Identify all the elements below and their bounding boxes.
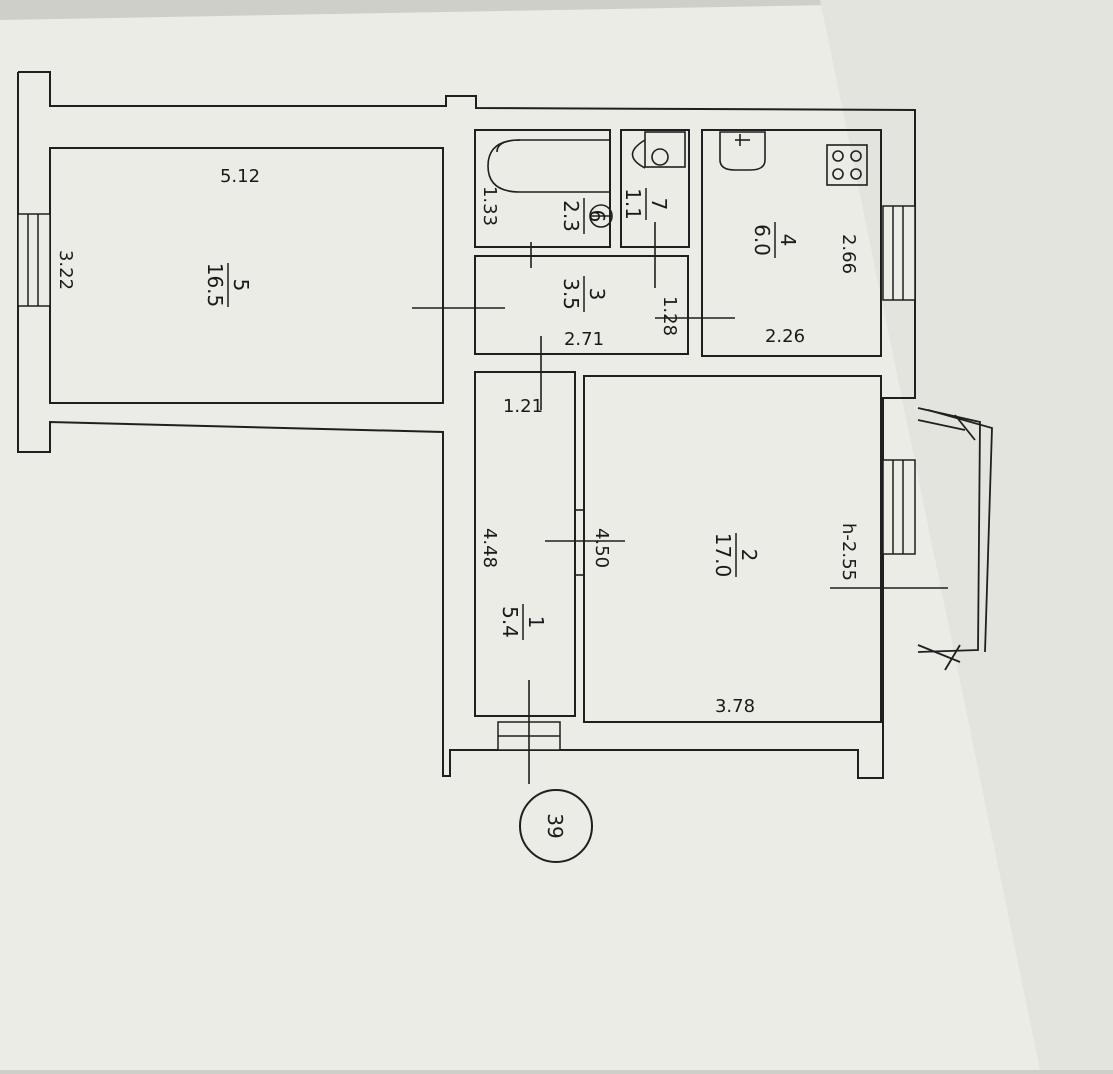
room-1-area: 5.4: [498, 606, 522, 638]
apartment-number: 39: [543, 813, 567, 838]
dim-room-4-width: 2.66: [838, 234, 859, 274]
outer-wall: [17, 71, 916, 779]
window-room-5: [17, 213, 51, 307]
stove-icon: [826, 144, 868, 186]
dim-room-5-width: 3.22: [55, 250, 76, 290]
dim-room-6-length: 1.33: [479, 186, 500, 226]
room-labels: 5 16.5 6 2.3 7 1.1 4 6.0 3 3.5 2 17.0: [203, 188, 800, 640]
fixtures: [487, 131, 868, 228]
dim-room-1-length: 4.48: [479, 528, 500, 568]
window-room-2: [882, 459, 916, 555]
room-2-label: 2 17.0: [711, 533, 761, 578]
balcony: [917, 407, 993, 671]
room-6-label: 6 2.3: [559, 198, 609, 234]
dim-room-2-length: 4.50: [591, 528, 612, 568]
windows: [17, 205, 916, 751]
room-2-number: 2: [737, 549, 761, 562]
room-5-area: 16.5: [203, 263, 227, 308]
apartment-number-badge: 39: [519, 789, 593, 863]
room-4-outline: [701, 129, 882, 357]
dimension-labels: 5.12 3.22 1.33 2.71 1.28 2.66 2.26 1.21 …: [55, 166, 859, 717]
room-4-label: 4 6.0: [750, 222, 800, 258]
walls: [17, 71, 916, 779]
room-6-area: 2.3: [559, 200, 583, 232]
dim-room-3-width: 1.28: [659, 296, 680, 336]
dim-room-1-width: 1.21: [503, 396, 543, 417]
room-3-outline: [474, 255, 689, 355]
room-7-number: 7: [647, 198, 671, 211]
ceiling-height-label: h-2.55: [838, 523, 859, 581]
dim-room-4-length: 2.26: [765, 326, 805, 347]
room-3-area: 3.5: [559, 278, 583, 310]
dim-room-5-length: 5.12: [220, 166, 260, 187]
room-1-number: 1: [524, 616, 548, 629]
room-7-label: 7 1.1: [621, 188, 671, 220]
door-marks: [412, 222, 948, 784]
toilet-tank-icon: [644, 131, 686, 168]
room-5-number: 5: [229, 279, 253, 292]
room-2-area: 17.0: [711, 533, 735, 578]
toilet-bowl-icon: [631, 139, 646, 169]
dim-room-3-length: 2.71: [564, 329, 604, 350]
room-5-label: 5 16.5: [203, 263, 253, 308]
window-room-4: [882, 205, 916, 301]
room-1-label: 1 5.4: [498, 604, 548, 640]
room-1-outline: [474, 371, 576, 717]
bathtub-inner-icon: [496, 139, 521, 153]
room-3-label: 3 3.5: [559, 276, 609, 312]
room-3-number: 3: [585, 288, 609, 301]
room-4-area: 6.0: [750, 224, 774, 256]
room-4-number: 4: [776, 234, 800, 247]
sink-icon: [719, 131, 766, 171]
room-6-number: 6: [585, 210, 609, 223]
dim-room-2-width: 3.78: [715, 696, 755, 717]
room-2-outline: [583, 375, 882, 723]
room-7-area: 1.1: [621, 188, 645, 220]
